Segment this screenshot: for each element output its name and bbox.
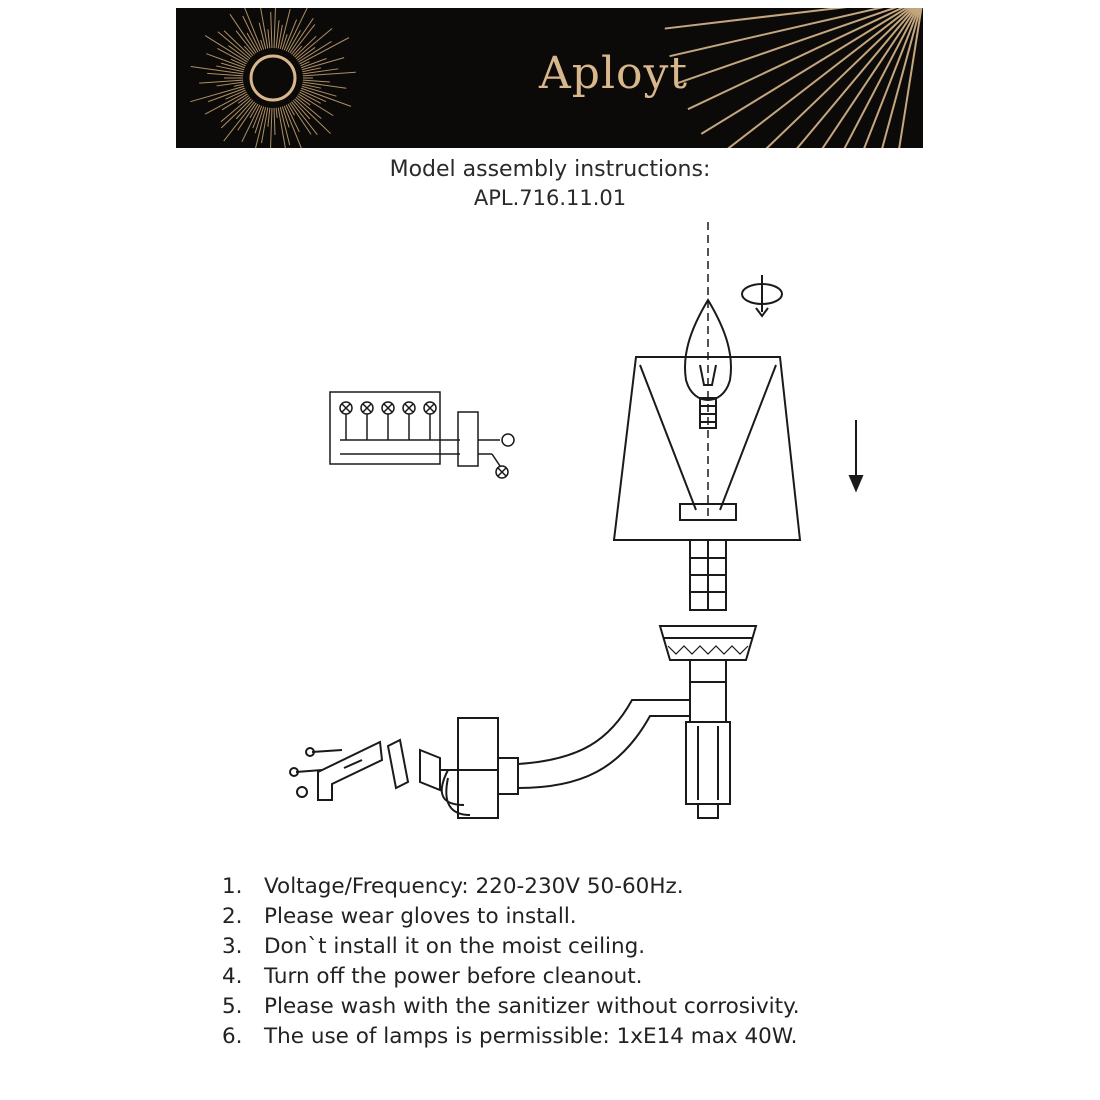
instruction-number: 6. xyxy=(222,1024,243,1049)
instruction-number: 3. xyxy=(222,934,243,959)
instruction-text: Voltage/Frequency: 220-230V 50-60Hz. xyxy=(264,874,684,899)
instruction-item: 6. The use of lamps is permissible: 1xE14… xyxy=(222,1022,800,1052)
wall-bracket-icon xyxy=(317,717,499,819)
down-arrow-icon xyxy=(848,420,864,493)
lamp-shade-icon xyxy=(612,356,802,541)
instruction-text: Please wear gloves to install. xyxy=(264,904,577,929)
assembly-diagram xyxy=(289,222,864,819)
screw-icon xyxy=(289,747,343,798)
decorative-cup-icon xyxy=(658,625,758,683)
brand-banner: Aployt xyxy=(176,8,923,148)
instruction-item: 4. Turn off the power before cleanout. xyxy=(222,962,800,992)
instruction-number: 4. xyxy=(222,964,243,989)
brand-logo-text: Aployt xyxy=(539,48,689,99)
instruction-text: Please wash with the sanitizer without c… xyxy=(264,994,800,1019)
socket-icon xyxy=(689,539,727,611)
instruction-number: 5. xyxy=(222,994,243,1019)
document-title: Model assembly instructions: xyxy=(389,157,711,182)
instruction-item: 1. Voltage/Frequency: 220-230V 50-60Hz. xyxy=(222,872,800,902)
instruction-item: 3. Don`t install it on the moist ceiling. xyxy=(222,932,800,962)
wiring-diagram-icon xyxy=(329,391,515,479)
sunburst-icon xyxy=(190,8,923,148)
instruction-number: 1. xyxy=(222,874,243,899)
instruction-text: The use of lamps is permissible: 1xE14 m… xyxy=(264,1024,798,1049)
instruction-text: Turn off the power before cleanout. xyxy=(264,964,643,989)
instruction-text: Don`t install it on the moist ceiling. xyxy=(264,934,646,959)
model-number: APL.716.11.01 xyxy=(473,186,627,210)
instruction-list: 1. Voltage/Frequency: 220-230V 50-60Hz. 2… xyxy=(222,872,800,1052)
instruction-number: 2. xyxy=(222,904,243,929)
instruction-item: 2. Please wear gloves to install. xyxy=(222,902,800,932)
wall-arm-icon xyxy=(497,682,731,819)
rotate-icon xyxy=(741,275,783,318)
bulb-icon xyxy=(684,298,732,429)
instruction-item: 5. Please wash with the sanitizer without… xyxy=(222,992,800,1022)
